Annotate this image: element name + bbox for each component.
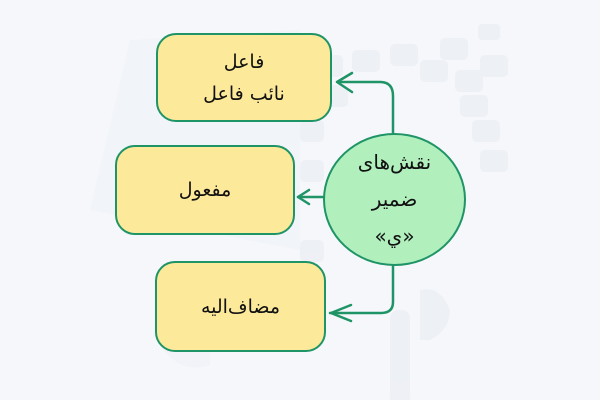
node-possessive-label: مضاف‌الیه xyxy=(200,295,281,318)
node-subject-line-2: نائب فاعل xyxy=(203,82,285,105)
node-object: مفعول xyxy=(115,145,295,235)
center-line-1: نقش‌های xyxy=(357,150,432,174)
node-possessive: مضاف‌الیه xyxy=(155,261,326,352)
center-node: نقش‌های ضمیر «ي» xyxy=(323,133,466,266)
node-object-label: مفعول xyxy=(178,179,232,201)
node-subject-line-1: فاعل xyxy=(223,50,265,73)
node-subject: فاعل نائب فاعل xyxy=(156,33,332,122)
center-line-3: «ي» xyxy=(374,224,415,248)
center-line-2: ضمیر xyxy=(371,187,418,211)
